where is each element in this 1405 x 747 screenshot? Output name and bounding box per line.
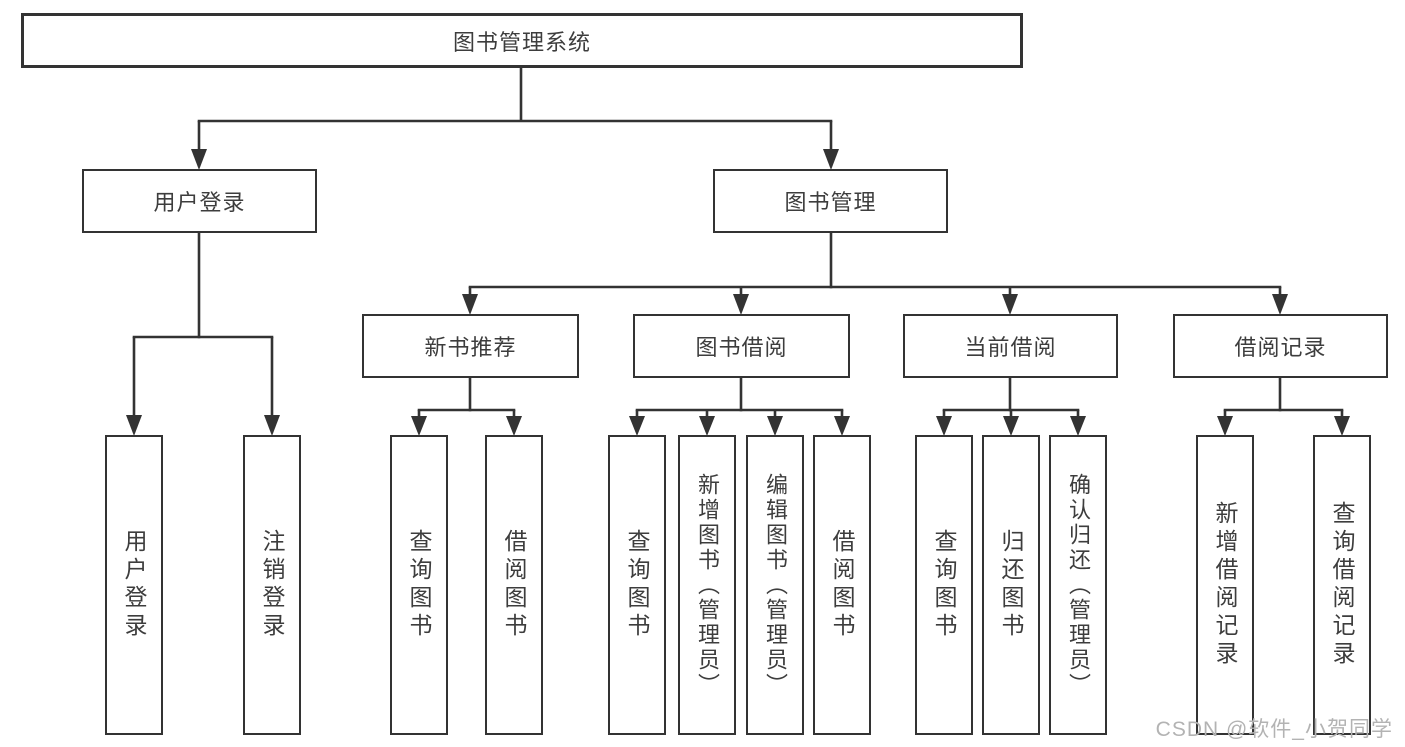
node-library-management-system: 图书管理系统 <box>21 13 1023 68</box>
leaf-query-books-borrowing: 查询图书 <box>608 435 666 735</box>
node-borrowing-records: 借阅记录 <box>1173 314 1388 378</box>
leaf-borrow-books-recommend: 借阅图书 <box>485 435 543 735</box>
node-book-borrowing: 图书借阅 <box>633 314 850 378</box>
leaf-edit-book-admin: 编辑图书（管理员） <box>746 435 804 735</box>
leaf-add-borrow-record: 新增借阅记录 <box>1196 435 1254 735</box>
leaf-query-books-recommend: 查询图书 <box>390 435 448 735</box>
node-user-login: 用户登录 <box>82 169 317 233</box>
leaf-logout: 注销登录 <box>243 435 301 735</box>
node-book-management: 图书管理 <box>713 169 948 233</box>
leaf-borrow-books-borrowing: 借阅图书 <box>813 435 871 735</box>
leaf-user-login: 用户登录 <box>105 435 163 735</box>
leaf-add-book-admin: 新增图书（管理员） <box>678 435 736 735</box>
leaf-query-borrow-record: 查询借阅记录 <box>1313 435 1371 735</box>
node-new-book-recommendation: 新书推荐 <box>362 314 579 378</box>
csdn-watermark: CSDN @软件_小贺同学 <box>1155 718 1393 741</box>
node-current-borrowing: 当前借阅 <box>903 314 1118 378</box>
leaf-query-books-current: 查询图书 <box>915 435 973 735</box>
leaf-confirm-return-admin: 确认归还（管理员） <box>1049 435 1107 735</box>
leaf-return-books: 归还图书 <box>982 435 1040 735</box>
